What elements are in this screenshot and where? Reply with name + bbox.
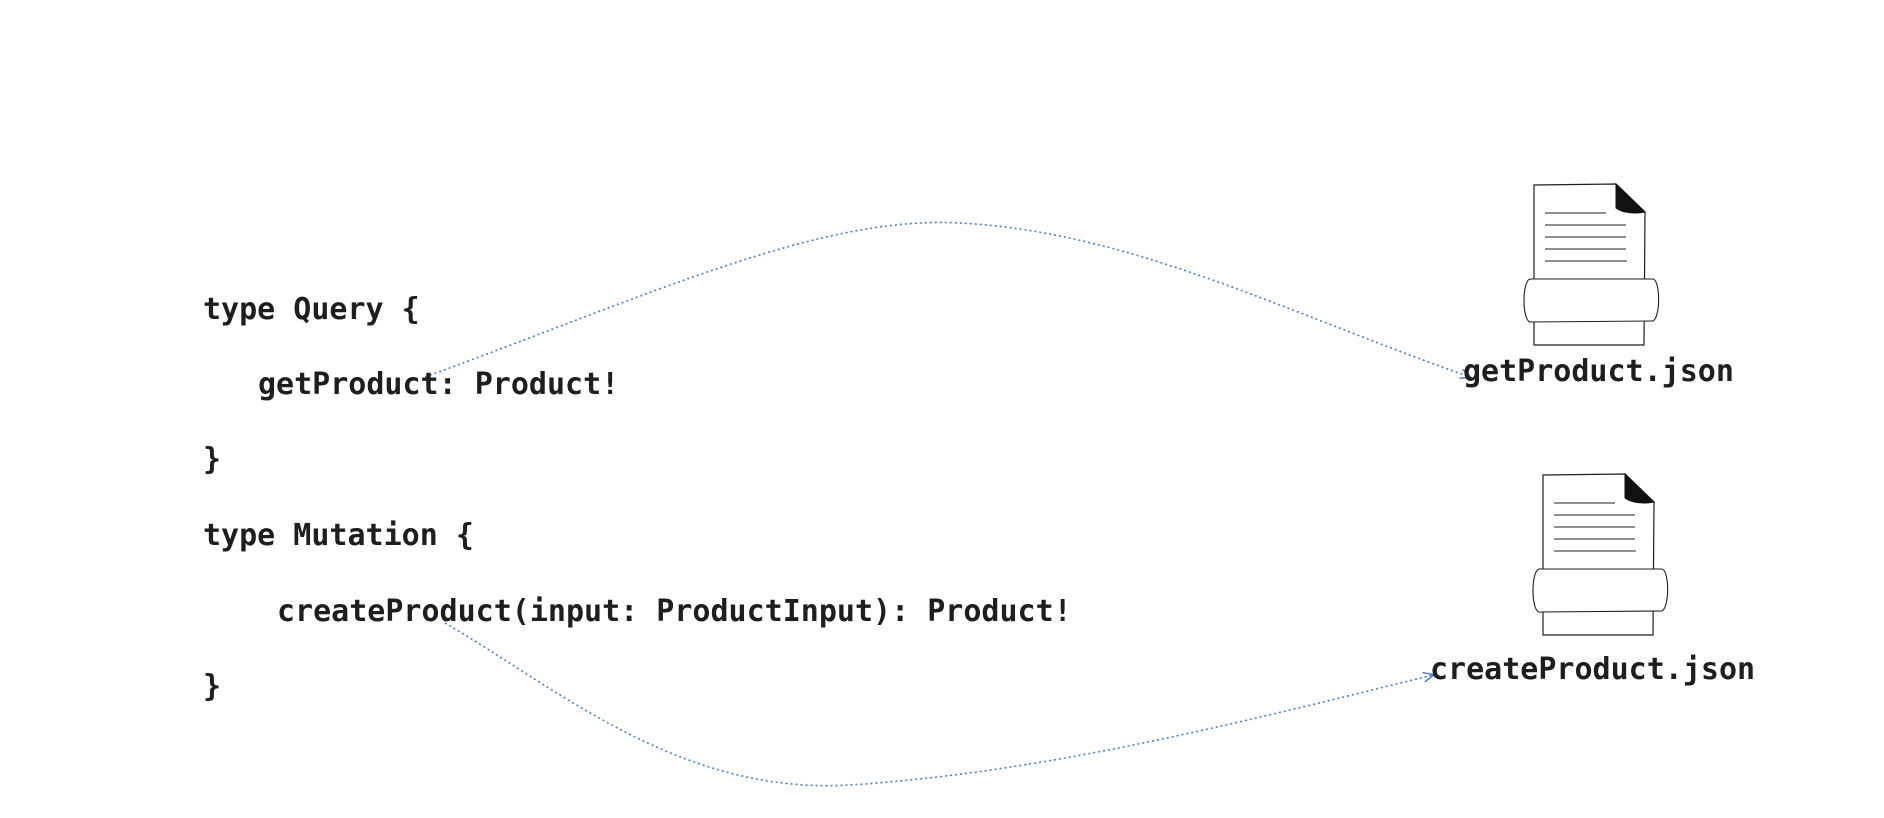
schema-line-type-query: type Query { <box>203 292 420 327</box>
connector-getproduct <box>424 221 1470 377</box>
schema-line-createproduct: createProduct(input: ProductInput): Prod… <box>277 594 1072 629</box>
schema-line-close-mutation: } <box>203 669 222 704</box>
schema-line-getproduct: getProduct: Product! <box>258 367 620 402</box>
schema-line-close-query: } <box>203 442 222 477</box>
document-icon <box>1532 472 1669 636</box>
file-label-createproduct: createProduct.json <box>1430 652 1756 687</box>
file-label-getproduct: getProduct.json <box>1463 354 1734 389</box>
connector-createproduct <box>444 622 1433 787</box>
schema-line-type-mutation: type Mutation { <box>203 518 474 553</box>
document-icon <box>1523 182 1660 346</box>
